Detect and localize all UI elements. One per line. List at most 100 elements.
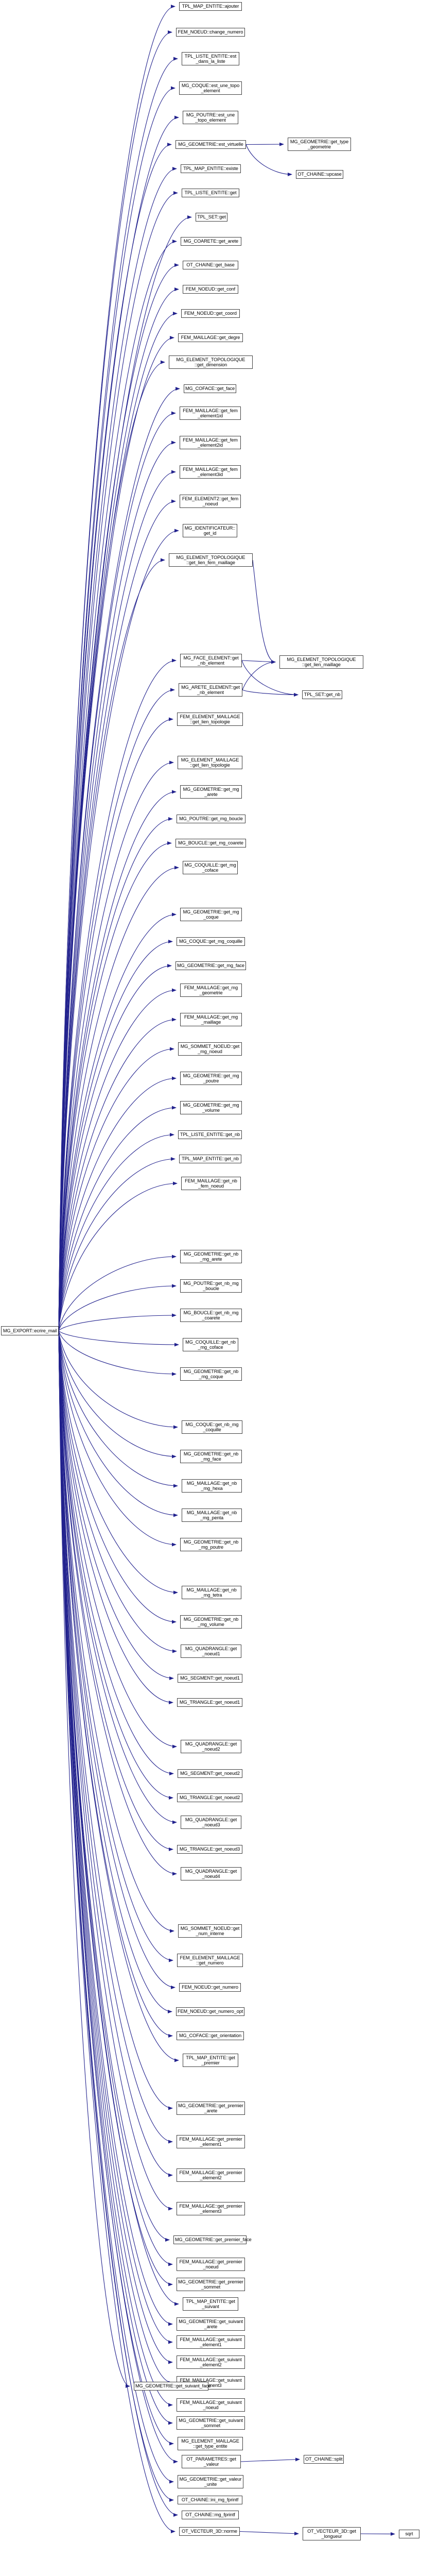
- node-label: MG_ELEMENT_TOPOLOGIQUE ::get_lien_fem_ma…: [176, 554, 245, 566]
- graph-node[interactable]: MG_QUADRANGLE::get _noeud1: [181, 1645, 241, 1658]
- graph-node[interactable]: MG_GEOMETRIE::get_premier _arete: [177, 2102, 245, 2115]
- graph-node[interactable]: FEM_NOEUD::get_coord: [181, 309, 240, 318]
- graph-node[interactable]: FEM_MAILLAGE::get_mg _maillage: [180, 1013, 242, 1026]
- graph-node[interactable]: MG_GEOMETRIE::get_valeur _unite: [178, 2475, 243, 2488]
- graph-node[interactable]: FEM_ELEMENT2::get_fem _noeud: [180, 495, 241, 508]
- graph-node[interactable]: MG_GEOMETRIE::get_mg_face: [175, 961, 246, 970]
- graph-node[interactable]: MG_QUADRANGLE::get _noeud3: [181, 1816, 241, 1829]
- graph-node[interactable]: FEM_MAILLAGE::get_nb _fem_noeud: [181, 1177, 241, 1190]
- graph-node[interactable]: TPL_MAP_ENTITE::get_nb: [179, 1155, 241, 1163]
- graph-node[interactable]: MG_COQUILLE::get_mg _coface: [183, 861, 238, 874]
- graph-node[interactable]: OT_CHAINE::get_base: [183, 261, 238, 269]
- graph-node[interactable]: MG_GEOMETRIE::get_nb _mg_volume: [180, 1615, 242, 1629]
- graph-node[interactable]: TPL_LISTE_ENTITE::get: [182, 189, 239, 197]
- node-label: TPL_SET::get_nb: [304, 692, 341, 698]
- graph-node[interactable]: MG_ELEMENT_MAILLAGE ::get_lien_topologie: [178, 756, 242, 769]
- graph-node[interactable]: MG_POUTRE::get_mg_boucle: [177, 815, 245, 823]
- graph-node[interactable]: MG_SOMMET_NOEUD::get _num_interne: [178, 1924, 242, 1938]
- graph-node[interactable]: MG_GEOMETRIE::est_virtuelle: [175, 140, 246, 149]
- graph-node[interactable]: MG_ARETE_ELEMENT::get _nb_element: [179, 683, 242, 697]
- graph-node[interactable]: FEM_MAILLAGE::get_fem _element3id: [180, 465, 241, 479]
- graph-node[interactable]: TPL_MAP_ENTITE::existe: [181, 164, 241, 173]
- graph-node[interactable]: MG_COQUE::est_une_topo _element: [179, 81, 242, 95]
- graph-node[interactable]: MG_IDENTIFICATEUR:: get_id: [183, 524, 237, 537]
- graph-node[interactable]: FEM_NOEUD::get_numero_opt: [176, 2007, 244, 2016]
- graph-root-node[interactable]: MG_EXPORT::ecrire_mail: [1, 1326, 59, 1335]
- graph-node[interactable]: MG_GEOMETRIE::get_mg _coque: [180, 908, 242, 921]
- graph-node[interactable]: MG_GEOMETRIE::get_premier _sommet: [177, 2278, 245, 2291]
- graph-node[interactable]: MG_COARETE::get_arete: [181, 237, 241, 246]
- graph-node[interactable]: MG_MAILLAGE::get_nb _mg_tetra: [182, 1586, 241, 1599]
- graph-node[interactable]: MG_TRIANGLE::get_noeud1: [177, 1698, 242, 1707]
- graph-node[interactable]: MG_TRIANGLE::get_noeud3: [177, 1845, 242, 1854]
- graph-node[interactable]: MG_COQUILLE::get_nb _mg_coface: [183, 1338, 238, 1351]
- graph-node[interactable]: MG_GEOMETRIE::get_premier_face: [173, 2235, 252, 2244]
- graph-node[interactable]: FEM_MAILLAGE::get_mg _geometrie: [180, 984, 242, 997]
- graph-node[interactable]: OT_CHAINE::ini_mg_fprintf: [178, 2496, 242, 2504]
- graph-node[interactable]: MG_BOUCLE::get_mg_coarete: [175, 839, 246, 848]
- graph-node[interactable]: MG_MAILLAGE::get_nb _mg_penta: [182, 1509, 242, 1522]
- graph-node[interactable]: TPL_SET::get: [196, 213, 227, 222]
- graph-node[interactable]: MG_ELEMENT_TOPOLOGIQUE ::get_lien_fem_ma…: [169, 553, 253, 567]
- graph-node[interactable]: MG_GEOMETRIE::get_suivant _arete: [177, 2317, 245, 2331]
- graph-node[interactable]: FEM_ELEMENT_MAILLAGE ::get_lien_topologi…: [177, 713, 243, 726]
- graph-node[interactable]: MG_FACE_ELEMENT::get _nb_element: [180, 654, 242, 667]
- graph-node[interactable]: MG_GEOMETRIE::get_mg _volume: [180, 1101, 242, 1114]
- graph-node[interactable]: TPL_SET::get_nb: [302, 690, 342, 699]
- graph-node[interactable]: FEM_MAILLAGE::get_degre: [178, 333, 243, 342]
- graph-node[interactable]: TPL_MAP_ENTITE::get _premier: [183, 2054, 238, 2067]
- graph-node[interactable]: MG_ELEMENT_TOPOLOGIQUE ::get_dimension: [169, 355, 253, 369]
- graph-node[interactable]: FEM_NOEUD::change_numero: [176, 28, 245, 37]
- graph-node[interactable]: FEM_ELEMENT_MAILLAGE ::get_numero: [177, 1954, 243, 1967]
- graph-node[interactable]: TPL_MAP_ENTITE::get _suivant: [183, 2297, 238, 2311]
- graph-node[interactable]: FEM_MAILLAGE::get_premier _noeud: [177, 2258, 245, 2271]
- graph-node[interactable]: MG_GEOMETRIE::get_nb _mg_face: [180, 1450, 242, 1463]
- graph-node[interactable]: OT_VECTEUR_3D::norme: [179, 2527, 240, 2536]
- graph-node[interactable]: FEM_MAILLAGE::get_fem _element2id: [180, 436, 241, 449]
- graph-node[interactable]: MG_SOMMET_NOEUD::get _mg_noeud: [178, 1042, 242, 1056]
- graph-node[interactable]: MG_GEOMETRIE::get_type _geometrie: [288, 138, 351, 151]
- graph-node[interactable]: MG_GEOMETRIE::get_suivant _sommet: [177, 2416, 245, 2430]
- graph-node[interactable]: MG_ELEMENT_TOPOLOGIQUE ::get_lien_mailla…: [279, 655, 363, 669]
- graph-node[interactable]: FEM_MAILLAGE::get_suivant _element1: [177, 2335, 245, 2349]
- graph-node[interactable]: MG_QUADRANGLE::get _noeud2: [181, 1740, 241, 1753]
- graph-node[interactable]: TPL_LISTE_ENTITE::get_nb: [178, 1130, 242, 1139]
- graph-node[interactable]: OT_PARAMETRES::get _valeur: [182, 2455, 241, 2468]
- graph-node[interactable]: MG_SEGMENT::get_noeud1: [178, 1674, 242, 1683]
- graph-node[interactable]: MG_TRIANGLE::get_noeud2: [177, 1793, 242, 1802]
- graph-node[interactable]: FEM_MAILLAGE::get_premier _element2: [177, 2168, 245, 2182]
- graph-node[interactable]: FEM_MAILLAGE::get_fem _element1id: [180, 406, 241, 420]
- graph-node[interactable]: MG_BOUCLE::get_nb_mg _coarete: [180, 1309, 242, 1322]
- graph-node[interactable]: MG_COFACE::get_face: [184, 384, 236, 393]
- graph-node[interactable]: FEM_NOEUD::get_numero: [179, 1983, 241, 1992]
- graph-node[interactable]: MG_QUADRANGLE::get _noeud4: [181, 1867, 241, 1880]
- graph-node[interactable]: MG_GEOMETRIE::get_nb _mg_coque: [180, 1367, 242, 1381]
- graph-node[interactable]: MG_ELEMENT_MAILLAGE ::get_type_entite: [178, 2437, 243, 2450]
- graph-node[interactable]: FEM_MAILLAGE::get_premier _element3: [177, 2202, 245, 2215]
- graph-node[interactable]: sqrt: [399, 2530, 419, 2538]
- graph-node[interactable]: TPL_MAP_ENTITE::ajouter: [179, 2, 242, 11]
- graph-node[interactable]: MG_GEOMETRIE::get_nb _mg_arete: [180, 1250, 242, 1263]
- graph-node[interactable]: MG_GEOMETRIE::get_mg _poutre: [180, 1072, 242, 1085]
- graph-node[interactable]: MG_POUTRE::est_une _topo_element: [183, 111, 238, 124]
- graph-node[interactable]: FEM_MAILLAGE::get_suivant _noeud: [177, 2398, 245, 2412]
- graph-node[interactable]: OT_VECTEUR_3D::get _longueur: [303, 2527, 361, 2540]
- node-label: MG_MAILLAGE::get_nb _mg_hexa: [186, 1480, 237, 1492]
- graph-node[interactable]: FEM_MAILLAGE::get_premier _element1: [177, 2135, 245, 2148]
- graph-node[interactable]: OT_CHAINE::split: [304, 2455, 344, 2464]
- graph-node[interactable]: MG_COQUE::get_mg_coquille: [177, 937, 245, 946]
- node-label: FEM_NOEUD::get_conf: [185, 286, 236, 292]
- graph-node[interactable]: FEM_MAILLAGE::get_suivant _element2: [177, 2355, 245, 2369]
- graph-node[interactable]: MG_GEOMETRIE::get_nb _mg_poutre: [180, 1538, 242, 1551]
- graph-node[interactable]: MG_GEOMETRIE::get_mg _arete: [180, 785, 242, 799]
- graph-node[interactable]: FEM_NOEUD::get_conf: [183, 285, 238, 294]
- graph-node[interactable]: TPL_LISTE_ENTITE::est _dans_la_liste: [182, 52, 239, 65]
- graph-node[interactable]: MG_COFACE::get_orientation: [177, 2031, 244, 2040]
- graph-node[interactable]: MG_POUTRE::get_nb_mg _boucle: [180, 1279, 242, 1293]
- graph-node[interactable]: MG_COQUE::get_nb_mg _coquille: [182, 1420, 242, 1434]
- graph-node[interactable]: OT_CHAINE::upcase: [296, 170, 343, 179]
- graph-node[interactable]: MG_SEGMENT::get_noeud2: [178, 1769, 242, 1778]
- graph-node[interactable]: MG_MAILLAGE::get_nb _mg_hexa: [182, 1479, 242, 1493]
- graph-node[interactable]: MG_GEOMETRIE::get_suivant_face: [134, 2382, 211, 2391]
- graph-node[interactable]: OT_CHAINE::mg_fprintf: [182, 2511, 239, 2519]
